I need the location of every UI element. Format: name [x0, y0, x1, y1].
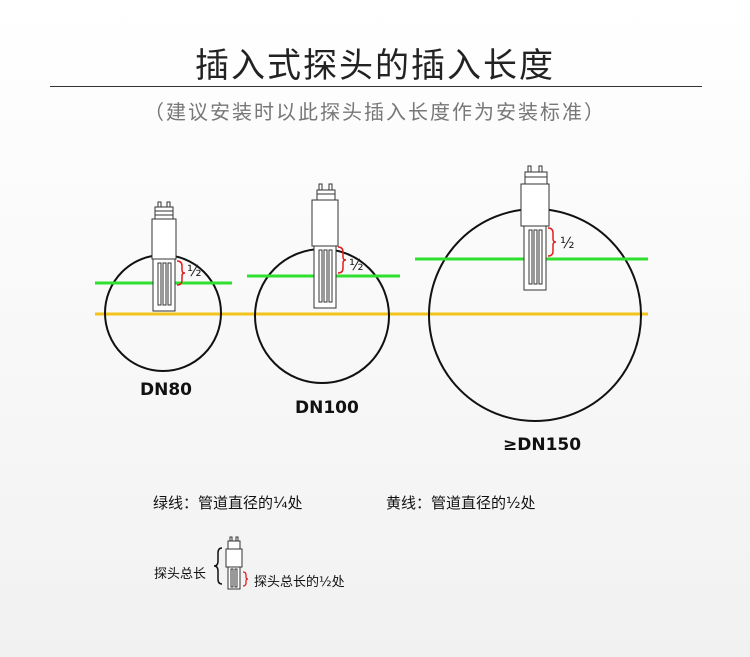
legend-green: 绿线：管道直径的¼处	[153, 494, 303, 512]
half-mark-dn100: ½	[349, 256, 364, 274]
probe-small-note	[213, 536, 249, 590]
pipe-label-dn150: ≥DN150	[503, 435, 582, 455]
probe-dn150	[520, 165, 557, 291]
half-mark-dn150: ½	[560, 234, 575, 252]
probe-dn100	[311, 183, 347, 309]
page-title: 插入式探头的插入长度	[195, 46, 555, 86]
page-subtitle: （建议安装时以此探头插入长度作为安装标准）	[144, 100, 606, 124]
probe-dn80	[151, 201, 186, 312]
pipe-label-dn80: DN80	[140, 380, 192, 400]
half-mark-dn80: ½	[187, 262, 202, 280]
legend-yellow: 黄线：管道直径的½处	[386, 494, 536, 512]
probe-half-length-label: 探头总长的½处	[254, 575, 345, 590]
title-divider	[50, 86, 702, 87]
probe-total-length-label: 探头总长	[154, 567, 207, 582]
pipe-label-dn100: DN100	[295, 398, 359, 418]
